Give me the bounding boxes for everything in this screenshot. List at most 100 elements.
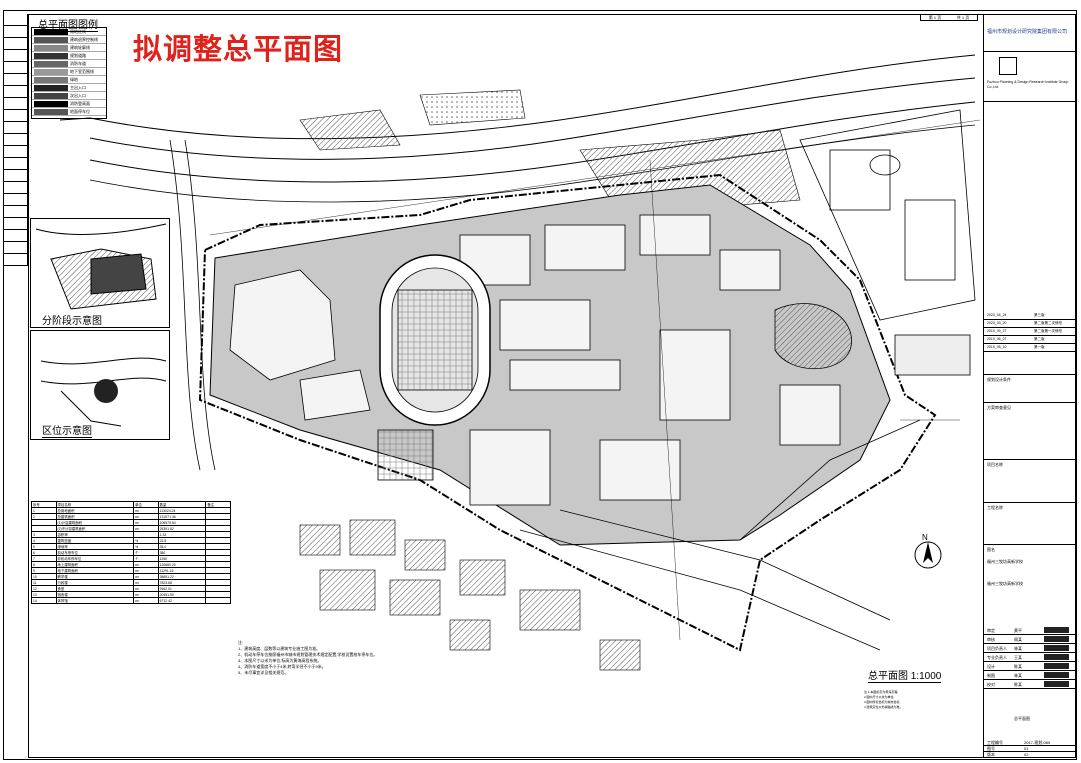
table-cell: m²: [133, 597, 159, 604]
sheet-page: 第 1 页: [928, 14, 942, 20]
north-label: N: [922, 533, 928, 542]
role-label: 审定: [987, 628, 995, 633]
revision-desc: 第三版: [1034, 313, 1045, 317]
legend-swatch: [34, 92, 68, 99]
inner-border: [28, 14, 1076, 758]
note-line: 3、本图尺寸以米为单位,标高为黄海高程系统。: [238, 658, 322, 663]
legend-label: 地面停车位: [70, 108, 90, 114]
legend-label: 绿地: [70, 76, 78, 82]
legend-label: 地下室范围线: [70, 68, 94, 74]
signature-mark: [1044, 627, 1069, 633]
title-block-field-label: 工程名称: [987, 505, 1003, 510]
scale-label: 总平面图 1:1000: [868, 667, 942, 683]
legend-swatch: [34, 68, 68, 75]
signature-mark: [1044, 681, 1069, 687]
notes-heading: 注:: [238, 640, 244, 645]
signature-mark: [1044, 654, 1069, 660]
role-name: 林某: [1014, 673, 1022, 678]
right-note-line: 注:1.本图标高为黄海高程;: [864, 690, 899, 694]
outer-border: [3, 10, 1077, 760]
signature-mark: [1044, 636, 1069, 642]
phase-inset-map: [35, 223, 167, 310]
drawing-no-row: 图号 01: [984, 746, 1077, 752]
role-name: 王某: [1014, 655, 1022, 660]
drawing-no-value: 01: [1024, 746, 1029, 751]
signature-mark: [1044, 672, 1069, 678]
legend-item: 地下室范围线: [32, 68, 106, 76]
legend-item: 次出入口: [32, 92, 106, 100]
signature-mark: [1044, 645, 1069, 651]
note-line: 5、未尽事宜详见相关规范。: [238, 670, 289, 675]
legend-swatch: [34, 28, 68, 35]
title-block-field-label: 方案审查意见: [987, 405, 1011, 410]
revision-date: 2020_04_24: [987, 313, 1007, 317]
note-line: 1、建筑高度、层数等以建筑专业施工图为准。: [238, 646, 321, 651]
legend-swatch: [34, 44, 68, 51]
revision-date: 2020_03_20: [987, 321, 1007, 325]
table-cell: [205, 597, 231, 604]
revision-date: 2019_09_27: [987, 329, 1007, 333]
role-name: 陈某: [1014, 682, 1022, 687]
company-name: 福州市规划设计研究院集团有限公司: [987, 29, 1068, 35]
title-block-field-label: 图名: [987, 547, 995, 552]
revision-desc: 第二版: [1034, 337, 1045, 341]
legend-item: 消防车道: [32, 60, 106, 68]
role-label: 设计: [987, 664, 995, 669]
legend-swatch: [34, 108, 68, 115]
legend-heading: 总平面图图例: [38, 16, 98, 32]
title-block: 福州市规划设计研究院集团有限公司 Fuzhou Planning & Desig…: [983, 14, 1077, 758]
project-no-row: 工程编号 2017-规划-069: [984, 739, 1077, 746]
signature-mark: [1044, 663, 1069, 669]
version-row: 版本 02: [987, 752, 1029, 757]
legend-item: 地面停车位: [32, 108, 106, 116]
role-label: 校对: [987, 682, 995, 687]
legend-item: 主出入口: [32, 84, 106, 92]
legend-label: 主出入口: [70, 84, 86, 90]
legend-swatch: [34, 76, 68, 83]
title-block-field: 方案审查意见: [984, 402, 1077, 410]
role-name: 陈某: [1014, 664, 1022, 669]
company-name-en: Fuzhou Planning & Design Research Instit…: [987, 80, 1069, 89]
site-plan-drawing: [59, 54, 981, 671]
role-name: 黄平: [1014, 628, 1022, 633]
legend-label: 次出入口: [70, 92, 86, 98]
right-notes: 注:1.本图标高为黄海高程;2.图中尺寸以米为单位;3.图中所标坐标为城市坐标;…: [864, 690, 979, 710]
title-block-field-label: 规划设计条件: [987, 377, 1011, 382]
legend-swatch: [34, 100, 68, 107]
location-inset: [30, 330, 170, 440]
role-row: 审定 黄平: [984, 626, 1077, 635]
legend-item: 消防登高面: [32, 100, 106, 108]
role-row: 校对 陈某: [984, 680, 1077, 689]
table-cell: 体育馆: [55, 597, 135, 604]
right-note-line: 3.图中所标坐标为城市坐标;: [864, 700, 901, 704]
role-row: 专业负责人王某: [984, 653, 1077, 662]
role-name: 林某: [1014, 646, 1022, 651]
site-boundary: [198, 173, 937, 652]
sheet-number: 第 1 页 共 1 页: [920, 14, 978, 21]
legend-box: 用地红线建筑退界控制线建筑轮廓线规划道路消防车道地下室范围线绿地主出入口次出入口…: [31, 27, 107, 119]
role-label: 项目负责人: [987, 646, 1007, 651]
phase-inset: [30, 218, 170, 328]
title-block-field: 规划设计条件: [984, 374, 1077, 382]
title-block-field: 图名: [984, 544, 1077, 552]
note-line: 2、机动车停车位按照福州市城市规划管理技术规定配置,学校设置校车停车位。: [238, 652, 378, 657]
project-name-value: 福州三牧坊高新学校: [987, 581, 1023, 586]
legend-swatch: [34, 52, 68, 59]
location-inset-label: 区位示意图: [42, 422, 92, 438]
role-label: 审核: [987, 637, 995, 642]
binding-strip: [3, 14, 28, 284]
phase-inset-label: 分阶段示意图: [42, 312, 102, 328]
company-cell: 福州市规划设计研究院集团有限公司: [984, 14, 1077, 52]
legend-label: 消防登高面: [70, 100, 90, 106]
table-cell: 6712.42: [157, 597, 207, 604]
project-value: 福州三牧坊高新学校: [987, 559, 1023, 564]
revision-desc: 第一版: [1034, 345, 1045, 349]
table-cell: 14: [31, 597, 57, 604]
role-name: 周某: [1014, 637, 1022, 642]
title-block-field-label: 项目名称: [987, 462, 1003, 467]
